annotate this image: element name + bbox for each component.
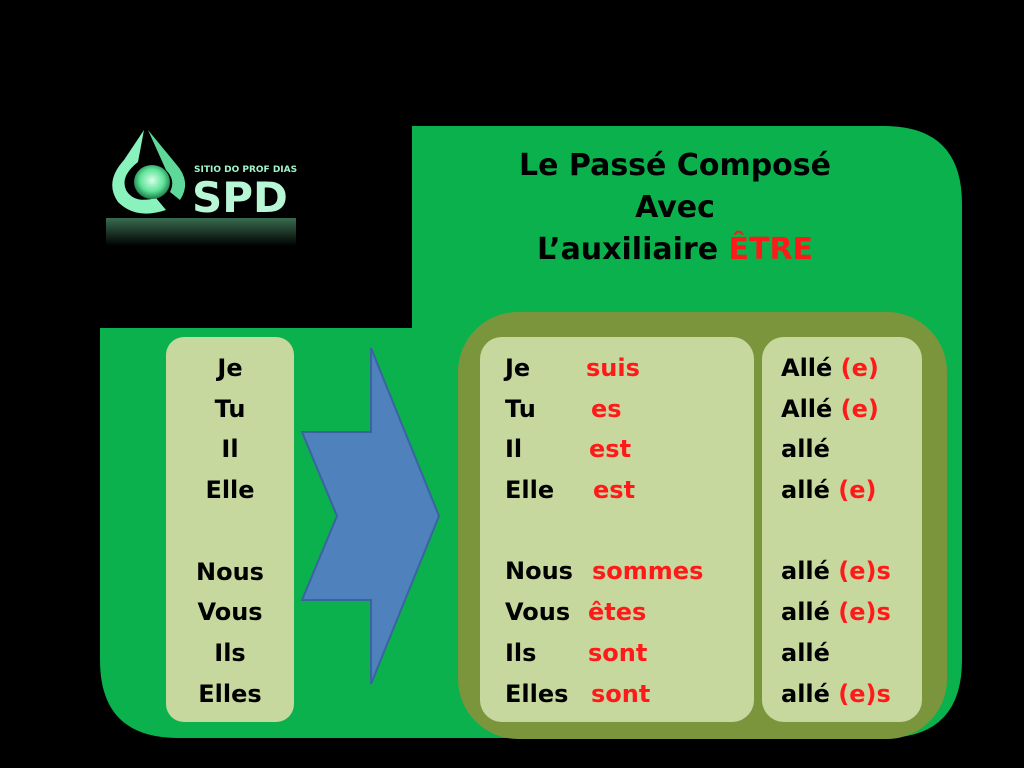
participle-row: allé — [781, 638, 830, 667]
logo-big-text: SPD — [192, 173, 288, 222]
pronoun-item: Elle — [205, 476, 255, 505]
pronoun-box — [166, 337, 294, 722]
participle-row: allé (e) — [781, 476, 877, 505]
pronoun-item: Elles — [198, 679, 262, 708]
spd-logo: SITIO DO PROF DIAS SPD — [96, 120, 306, 250]
participle-box — [762, 337, 922, 722]
title-highlight: ÊTRE — [728, 232, 814, 267]
pronoun-item: Nous — [196, 557, 264, 586]
participle-list: Allé (e) Allé (e) allé allé (e) allé (e)… — [781, 348, 921, 714]
etre-conjugation-box — [480, 337, 754, 722]
participle-row: Allé (e) — [781, 394, 879, 423]
slide-title: Le Passé Composé Avec L’auxiliaire ÊTRE — [470, 145, 880, 271]
title-line-1: Le Passé Composé — [518, 148, 831, 183]
pronoun-item: Vous — [197, 598, 263, 627]
participle-row: Allé (e) — [781, 354, 879, 382]
pronoun-list: Je Tu Il Elle Nous Vous Ils Elles — [166, 348, 294, 714]
participle-row: allé (e)s — [781, 557, 891, 586]
pronoun-item: Je — [217, 354, 243, 382]
pronoun-item: Il — [221, 435, 239, 464]
pronoun-item: Ils — [214, 638, 246, 667]
participle-row: allé (e)s — [781, 598, 891, 627]
participle-row: allé (e)s — [781, 679, 891, 708]
logo-small-text: SITIO DO PROF DIAS — [194, 165, 297, 175]
participle-row: allé — [781, 435, 830, 464]
title-line-2: Avec — [635, 190, 715, 225]
title-line-3: L’auxiliaire ÊTRE — [536, 232, 814, 267]
pronoun-item: Tu — [214, 394, 246, 423]
